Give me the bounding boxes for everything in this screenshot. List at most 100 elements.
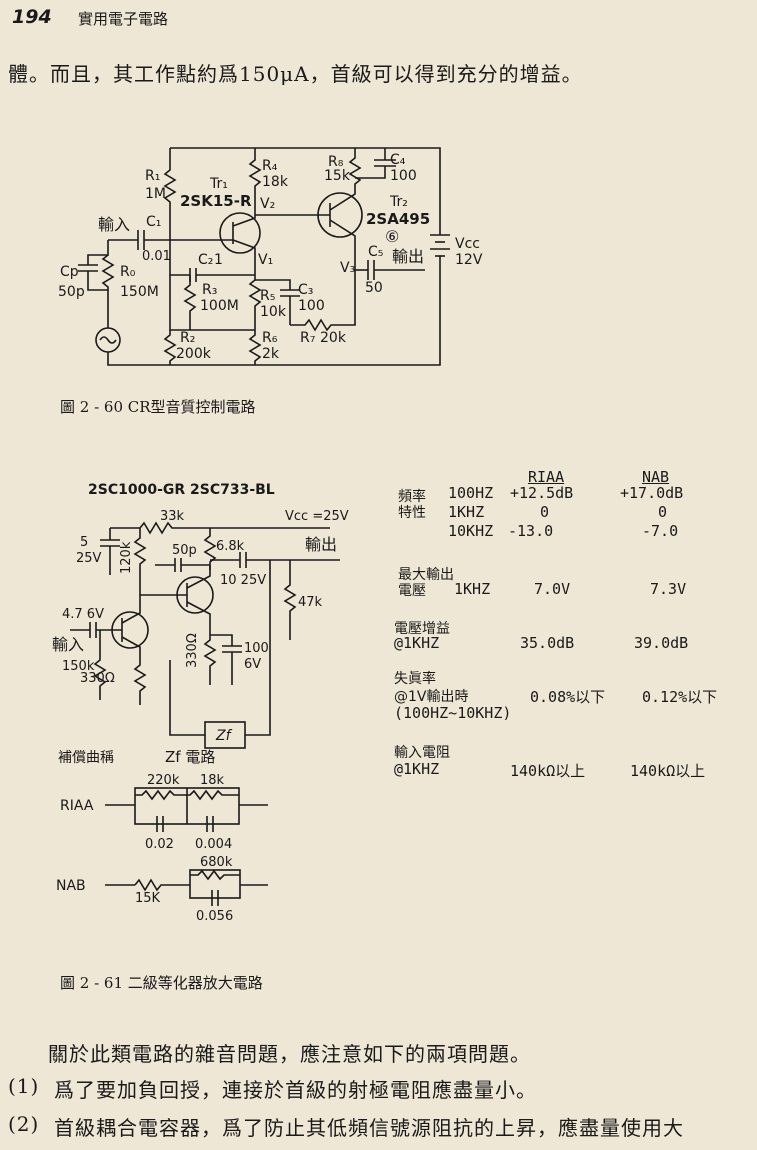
label-r47k: 47k <box>298 595 323 610</box>
label-vcc: Vcc =25V <box>285 509 349 524</box>
paragraph-bottom: 關於此類電路的雜音問題，應注意如下的兩項問題。 <box>48 1042 531 1066</box>
maxout-freq: 1KHZ <box>454 580 491 598</box>
label-r1: R₁ <box>145 168 160 184</box>
label-c5-value: 50 <box>365 280 383 296</box>
label-c5: C₅ <box>368 244 383 260</box>
label-r5-value: 10k <box>260 304 287 320</box>
impedance-nab: 140kΩ以上 <box>630 762 706 780</box>
label-r0: R₀ <box>120 264 136 280</box>
distortion-riaa: 0.08%以下 <box>530 688 606 706</box>
label-r6k8: 6.8k <box>216 539 245 554</box>
fig61-caption: 圖 2 - 61 二級等化器放大電路 <box>60 974 263 992</box>
page-number: 194 <box>12 6 52 28</box>
label-v1: V₁ <box>258 252 273 268</box>
label-c3: C₃ <box>298 282 313 298</box>
label-r680k: 680k <box>200 855 233 870</box>
label-c10: 10 25V <box>220 573 266 588</box>
label-c0056: 0.056 <box>196 909 233 924</box>
label-c5uf-voltage: 25V <box>76 551 102 566</box>
list-item-1-text: 爲了要加負回授，連接於首級的射極電阻應盡量小。 <box>54 1078 537 1102</box>
label-r6: R₆ <box>262 330 278 346</box>
label-r7-value: 20k <box>320 330 347 346</box>
label-zf-block: Zf <box>215 728 233 744</box>
label-c2: C₂ <box>198 252 213 268</box>
label-r5: R₅ <box>260 288 275 304</box>
fig61-equalizer-amplifier-circuit: 2SC1000-GR 2SC733-BL 33k Vcc =25V 5 25V … <box>52 482 349 924</box>
label-c4: C₄ <box>390 152 406 168</box>
label-cp-value: 50p <box>58 284 85 300</box>
freq-row-2-freq: 1KHZ <box>448 503 485 521</box>
label-input: 輸入 <box>98 215 130 234</box>
list-item-1-number: (1) <box>8 1074 40 1098</box>
label-r2: R₂ <box>180 330 195 346</box>
label-c5uf: 5 <box>80 535 88 550</box>
label-transistor-2: 2SC733-BL <box>190 482 275 498</box>
label-r2-value: 200k <box>176 346 212 362</box>
label-maxout-2: 電壓 <box>398 583 426 599</box>
label-r4-value: 18k <box>262 174 289 190</box>
gain-riaa: 35.0dB <box>520 634 575 652</box>
label-r0-value: 150M <box>120 284 159 300</box>
label-c0004: 0.004 <box>195 837 232 852</box>
label-r4: R₄ <box>262 158 278 174</box>
label-c47: 4.7 6V <box>62 607 104 622</box>
label-r7: R₇ <box>300 330 315 346</box>
label-r6-value: 2k <box>262 346 280 362</box>
impedance-riaa: 140kΩ以上 <box>510 762 586 780</box>
label-c100: 100 <box>244 641 269 656</box>
label-freq-1: 頻率 <box>398 489 426 505</box>
label-r33k: 33k <box>160 509 185 524</box>
maxout-nab: 7.3V <box>650 580 687 598</box>
paragraph-top: 體。而且，其工作點約爲150μA，首級可以得到充分的增益。 <box>8 62 583 86</box>
label-point6: ⑥ <box>385 227 399 246</box>
fig60-caption: 圖 2 - 60 CR型音質控制電路 <box>60 398 256 416</box>
distortion-condition: @1V輸出時 <box>394 689 469 705</box>
label-input-impedance: 輸入電阻 <box>394 745 450 761</box>
label-r3-value: 100M <box>200 298 239 314</box>
freq-row-2-nab: 0 <box>658 503 668 521</box>
spec-table: RIAA NAB 頻率 特性 100HZ +12.5dB +17.0dB 1KH… <box>380 468 750 798</box>
label-compensation-title: 補償曲稱 <box>58 750 114 766</box>
label-maxout-1: 最大輸出 <box>398 567 454 583</box>
running-title: 實用電子電路 <box>78 10 169 28</box>
label-c1: C₁ <box>146 214 161 230</box>
label-freq-2: 特性 <box>398 505 426 521</box>
label-r330-a: 330Ω <box>80 671 115 686</box>
label-output: 輸出 <box>392 247 424 266</box>
label-vcc: Vcc <box>455 236 480 252</box>
label-riaa: RIAA <box>60 798 94 814</box>
label-nab: NAB <box>56 878 86 894</box>
label-tr2: Tr₂ <box>389 194 408 210</box>
gain-nab: 39.0dB <box>634 634 689 652</box>
label-r150k: 150k <box>62 659 95 674</box>
gain-condition: @1KHZ <box>394 634 440 652</box>
label-c100-voltage: 6V <box>244 657 261 672</box>
freq-row-2-riaa: 0 <box>540 503 550 521</box>
label-v2: V₂ <box>260 196 275 212</box>
label-r120k: 120k <box>119 541 134 574</box>
label-r15k: 15K <box>135 891 161 906</box>
impedance-condition: @1KHZ <box>394 760 440 778</box>
label-r18k: 18k <box>200 773 225 788</box>
label-distortion: 失眞率 <box>394 671 436 687</box>
label-v3: V₃ <box>340 260 355 276</box>
col-nab: NAB <box>642 468 670 486</box>
list-item-2-text: 首級耦合電容器，爲了防止其低頻信號源阻抗的上昇，應盡量使用大 <box>54 1116 684 1140</box>
label-vcc-value: 12V <box>455 252 483 268</box>
label-r330-b: 330Ω <box>185 633 200 668</box>
fig60-cr-tone-control-circuit: R₁ 1M Tr₁ 2SK15-R R₄ 18k V₂ R₈ 15k C₄ 10… <box>58 147 483 366</box>
label-c002: 0.02 <box>145 837 174 852</box>
label-c4-value: 100 <box>390 168 417 184</box>
distortion-range: (100HZ~10KHZ) <box>394 704 512 722</box>
list-item-2-number: (2) <box>8 1112 40 1136</box>
label-transistor-1: 2SC1000-GR <box>88 482 185 498</box>
label-c1-value: 0.01 <box>142 249 171 264</box>
maxout-riaa: 7.0V <box>534 580 571 598</box>
label-r3: R₃ <box>202 282 217 298</box>
freq-row-3-freq: 10KHZ <box>448 522 494 540</box>
freq-row-1-nab: +17.0dB <box>620 484 684 502</box>
label-r220k: 220k <box>147 773 180 788</box>
label-tr2-type: 2SA495 <box>366 210 430 228</box>
label-gain: 電壓增益 <box>394 621 450 637</box>
freq-row-3-nab: -7.0 <box>642 522 679 540</box>
